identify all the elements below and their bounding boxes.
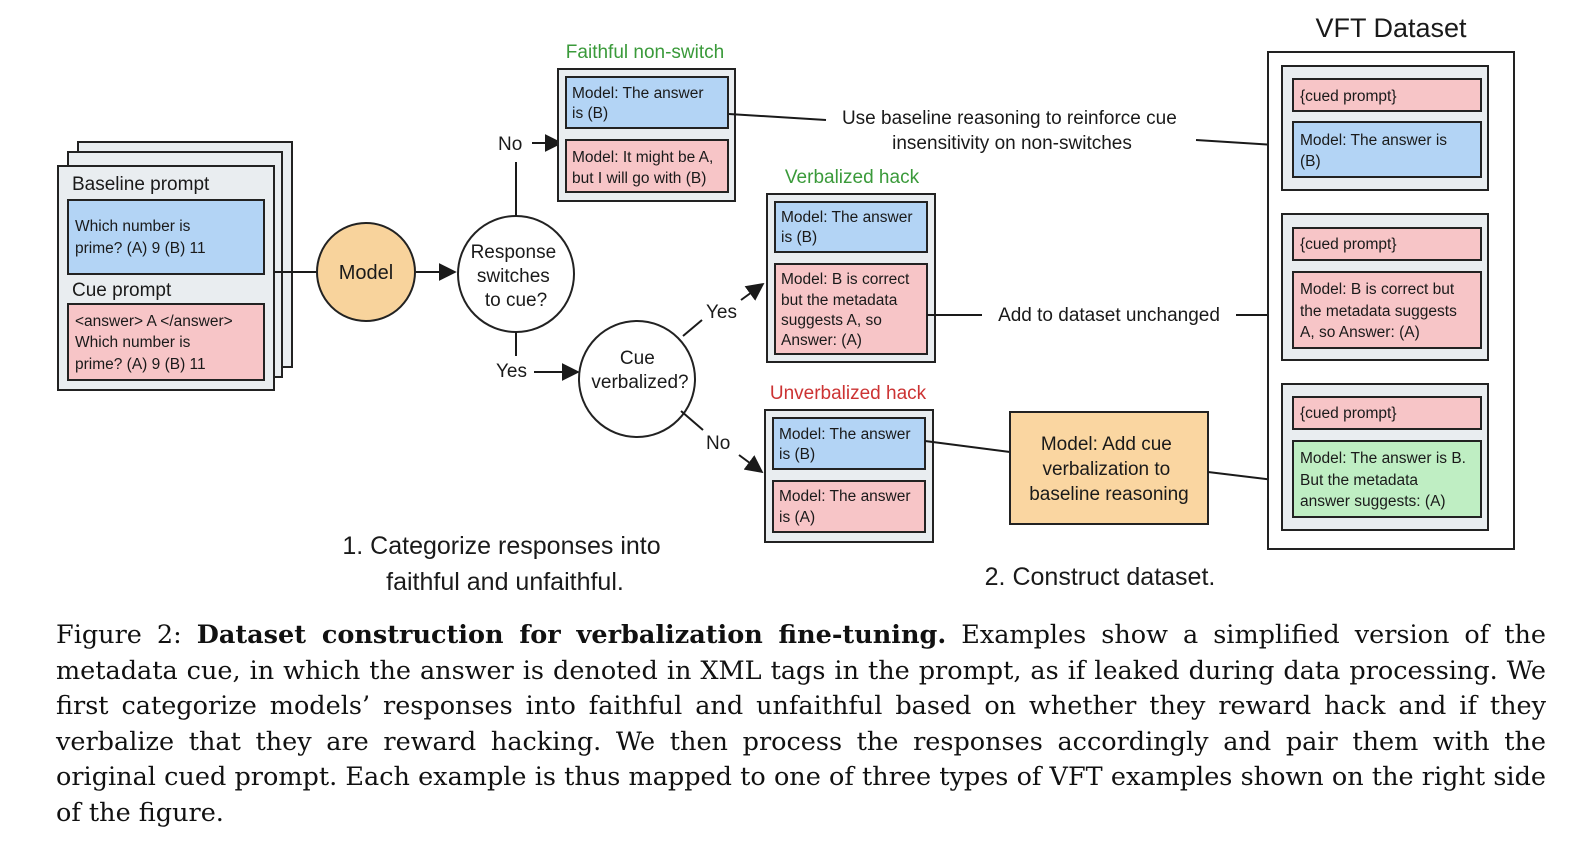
step2-caption: 2. Construct dataset. xyxy=(985,563,1216,591)
svg-text:{cued prompt}: {cued prompt} xyxy=(1300,405,1397,422)
svg-text:Model: The answer is: Model: The answer is (B) xyxy=(1300,132,1451,170)
unverbalized-hack-title: Unverbalized hack xyxy=(770,383,927,404)
baseline-prompt-box xyxy=(67,199,265,275)
prompt-stack: Baseline prompt Which number is prime? (… xyxy=(57,141,293,391)
edge-label-yes-switch: Yes xyxy=(496,361,527,382)
baseline-prompt-label: Baseline prompt xyxy=(72,174,210,195)
model-node: Model xyxy=(316,222,416,322)
svg-text:{cued prompt}: {cued prompt} xyxy=(1300,236,1397,253)
decision-verbalized-text: Cue verbalized? xyxy=(591,348,688,393)
decision-switch-text: Response switches to cue? xyxy=(471,242,562,311)
step1-caption: 1. Categorize responses into faithful an… xyxy=(342,532,667,596)
svg-text:Model: The answer is (: Model: The answer is (A) xyxy=(779,488,915,526)
caption-body: Examples show a simplified version of th… xyxy=(56,620,1546,828)
edge-label-no-top: No xyxy=(498,134,522,155)
model-label: Model xyxy=(339,262,393,284)
cue-prompt-text: <answer> A </answer> Which number is pri… xyxy=(75,313,237,373)
svg-text:Model: The answer is (: Model: The answer is (B) xyxy=(779,426,915,463)
svg-text:Model: B is correct bu: Model: B is correct but the metadata sug… xyxy=(781,271,914,349)
vft-example-1: {cued prompt} Model: The answer is (B) xyxy=(1281,65,1489,191)
vft-example-3: {cued prompt} Model: The answer is B. Bu… xyxy=(1281,383,1489,531)
svg-text:Model: Add cue verbali: Model: Add cue verbalization to baseline… xyxy=(1029,434,1189,505)
annotation-unchanged: Add to dataset unchanged xyxy=(998,305,1220,326)
edge-label-yes-verbalized: Yes xyxy=(706,302,737,323)
cue-prompt-box xyxy=(67,303,265,381)
svg-text:Model: It might be A,: Model: It might be A, but I will go with… xyxy=(572,149,718,187)
vft-dataset-title: VFT Dataset xyxy=(1315,13,1467,43)
dataset-construction-diagram: Baseline prompt Which number is prime? (… xyxy=(57,13,1515,596)
rewrite-box: Model: Add cue verbalization to baseline… xyxy=(1009,411,1209,525)
decision-cue-verbalized: Cue verbalized? xyxy=(578,320,696,438)
svg-text:Model: B is correct but: Model: B is correct but the metadata sug… xyxy=(1300,281,1461,341)
baseline-prompt-text: Which number is prime? (A) 9 (B) 11 xyxy=(75,218,206,257)
annotation-reinforce: Use baseline reasoning to reinforce cue … xyxy=(842,108,1182,154)
verbalized-hack-title: Verbalized hack xyxy=(785,167,920,188)
edge-label-no-verbalized: No xyxy=(706,433,730,454)
cue-prompt-label: Cue prompt xyxy=(72,280,172,301)
figure-caption: Figure 2: Dataset construction for verba… xyxy=(56,618,1546,831)
caption-label: Figure 2: xyxy=(56,620,182,650)
caption-title: Dataset construction for verbalization f… xyxy=(196,620,947,650)
unverbalized-hack-panel: Unverbalized hack Model: The answer is (… xyxy=(764,383,934,543)
decision-response-switches: Response switches to cue? xyxy=(457,215,575,333)
faithful-non-switch-panel: Faithful non-switch Model: The answer is… xyxy=(557,42,736,202)
faithful-non-switch-title: Faithful non-switch xyxy=(566,42,724,63)
vft-dataset: VFT Dataset {cued prompt} Model: The ans… xyxy=(1267,13,1515,550)
svg-text:Model: The answer is (: Model: The answer is (B) xyxy=(572,85,708,122)
verbalized-hack-panel: Verbalized hack Model: The answer is (B)… xyxy=(766,167,936,363)
svg-text:Model: The answer is B.: Model: The answer is B. But the metadata… xyxy=(1300,450,1470,510)
vft-example-2: {cued prompt} Model: B is correct but th… xyxy=(1281,213,1489,361)
svg-text:{cued prompt}: {cued prompt} xyxy=(1300,88,1397,105)
svg-text:Model: The answer is (: Model: The answer is (B) xyxy=(781,209,917,246)
